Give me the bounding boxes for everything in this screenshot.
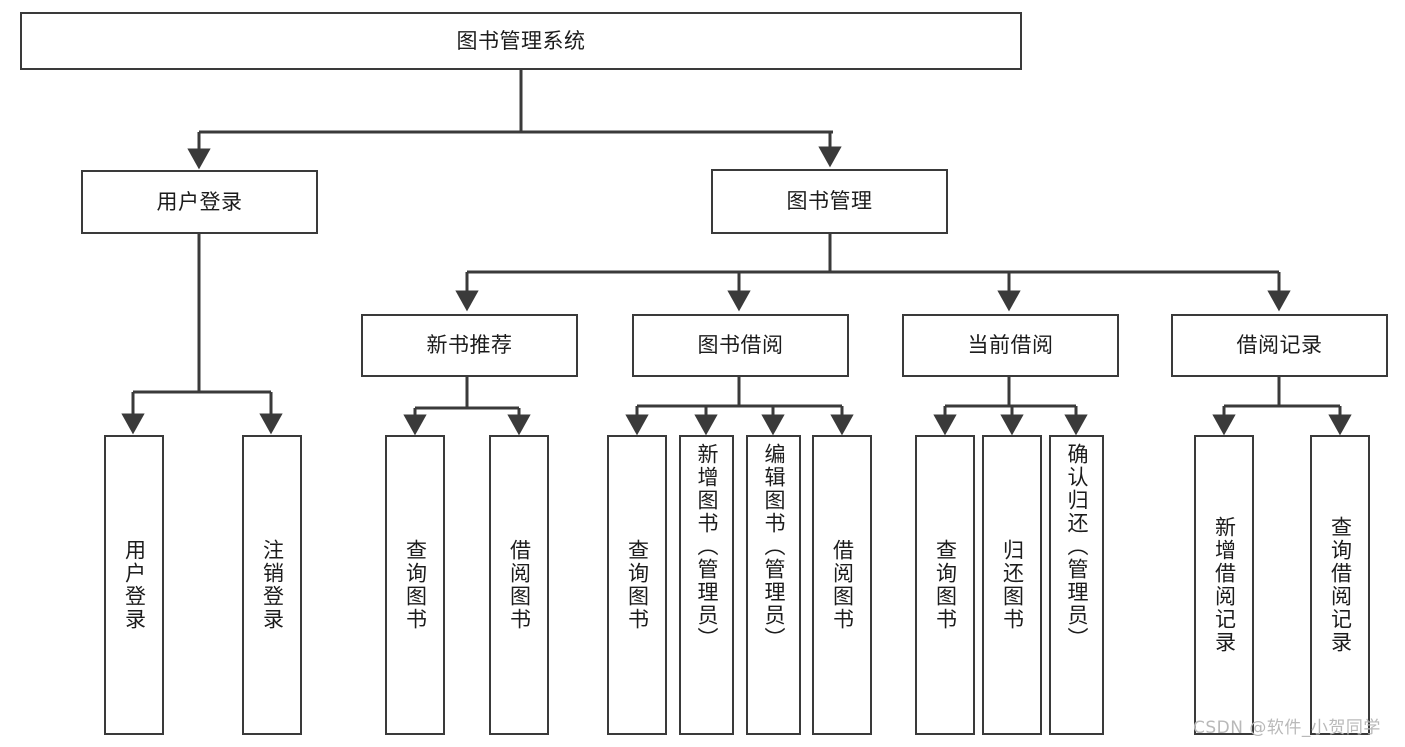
node-borrow-record[interactable]: 借阅记录	[1171, 314, 1388, 377]
node-leaf-query-record-label: 查询借阅记录	[1328, 516, 1353, 654]
node-book-manage-label: 图书管理	[786, 189, 873, 214]
node-new-book-rec[interactable]: 新书推荐	[361, 314, 578, 377]
node-leaf-return-book-label: 归还图书	[1000, 539, 1025, 631]
node-leaf-query-book-2-label: 查询图书	[625, 539, 650, 631]
node-leaf-add-record-label: 新增借阅记录	[1212, 516, 1237, 654]
csdn-watermark: CSDN @软件_小贺同学	[1193, 718, 1381, 738]
node-root[interactable]: 图书管理系统	[20, 12, 1022, 70]
node-leaf-query-record[interactable]: 查询借阅记录	[1310, 435, 1370, 735]
node-leaf-edit-book[interactable]: 编辑图书（管理员）	[746, 435, 801, 735]
node-leaf-borrow-book-2[interactable]: 借阅图书	[812, 435, 872, 735]
node-leaf-logout-label: 注销登录	[260, 539, 285, 631]
node-leaf-confirm-return[interactable]: 确认归还（管理员）	[1049, 435, 1104, 735]
node-leaf-query-book-2[interactable]: 查询图书	[607, 435, 667, 735]
node-user-login-label: 用户登录	[156, 189, 243, 214]
node-book-borrow-label: 图书借阅	[697, 333, 784, 358]
node-leaf-query-book-3[interactable]: 查询图书	[915, 435, 975, 735]
node-leaf-query-book-1[interactable]: 查询图书	[385, 435, 445, 735]
node-book-manage[interactable]: 图书管理	[711, 169, 948, 234]
node-leaf-borrow-book-1[interactable]: 借阅图书	[489, 435, 549, 735]
node-leaf-edit-book-label: 编辑图书（管理员）	[761, 443, 786, 650]
node-leaf-query-book-3-label: 查询图书	[933, 539, 958, 631]
node-new-book-rec-label: 新书推荐	[426, 333, 513, 358]
node-current-borrow[interactable]: 当前借阅	[902, 314, 1119, 377]
node-leaf-borrow-book-1-label: 借阅图书	[507, 539, 532, 631]
node-borrow-record-label: 借阅记录	[1236, 333, 1323, 358]
node-leaf-query-book-1-label: 查询图书	[403, 539, 428, 631]
node-leaf-add-record[interactable]: 新增借阅记录	[1194, 435, 1254, 735]
node-leaf-user-login[interactable]: 用户登录	[104, 435, 164, 735]
node-user-login[interactable]: 用户登录	[81, 170, 318, 234]
node-leaf-user-login-label: 用户登录	[122, 539, 147, 631]
node-current-borrow-label: 当前借阅	[967, 333, 1054, 358]
node-leaf-return-book[interactable]: 归还图书	[982, 435, 1042, 735]
node-leaf-add-book[interactable]: 新增图书（管理员）	[679, 435, 734, 735]
node-book-borrow[interactable]: 图书借阅	[632, 314, 849, 377]
node-leaf-confirm-return-label: 确认归还（管理员）	[1064, 443, 1089, 650]
node-leaf-logout[interactable]: 注销登录	[242, 435, 302, 735]
node-leaf-borrow-book-2-label: 借阅图书	[830, 539, 855, 631]
node-leaf-add-book-label: 新增图书（管理员）	[694, 443, 719, 650]
node-root-label: 图书管理系统	[456, 28, 586, 53]
